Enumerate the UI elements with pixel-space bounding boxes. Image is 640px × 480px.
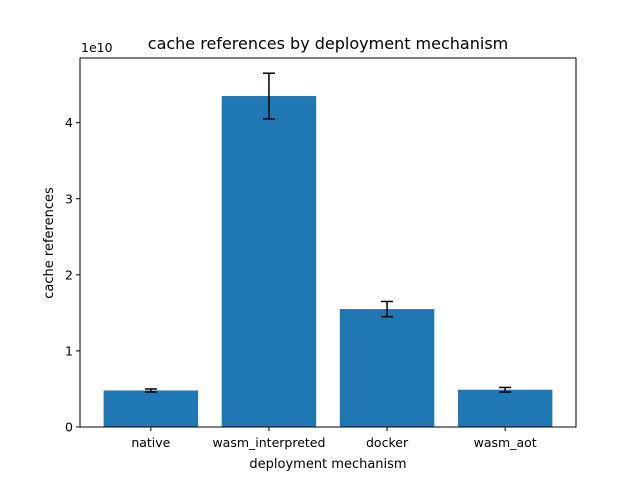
- bar-wasm_aot: [457, 389, 553, 427]
- y-axis-label: cache references: [42, 187, 57, 299]
- y-tick-label: 3: [65, 191, 73, 206]
- plot-frame: [79, 57, 577, 428]
- bar-docker: [339, 309, 435, 427]
- bar-wasm_interpreted: [221, 96, 317, 428]
- error-bars: [144, 72, 512, 393]
- y-tick-label: 2: [65, 267, 73, 282]
- y-offset-label: 1e10: [81, 40, 113, 55]
- x-axis-label: deployment mechanism: [249, 457, 406, 472]
- y-tick-label: 4: [65, 115, 73, 130]
- x-axis-ticks: native wasm_interpreted docker wasm_aot: [131, 427, 537, 450]
- x-tick-label: wasm_interpreted: [212, 435, 325, 450]
- bar-native: [103, 390, 199, 427]
- y-tick-label: 0: [65, 420, 73, 435]
- x-tick-label: wasm_aot: [474, 435, 537, 450]
- bars: [103, 96, 553, 428]
- y-tick-label: 1: [65, 343, 73, 358]
- x-tick-label: docker: [366, 435, 409, 450]
- y-axis-ticks: 0 1 2 3 4: [65, 115, 80, 435]
- x-tick-label: native: [131, 435, 170, 450]
- chart-title: cache references by deployment mechanism: [148, 34, 508, 53]
